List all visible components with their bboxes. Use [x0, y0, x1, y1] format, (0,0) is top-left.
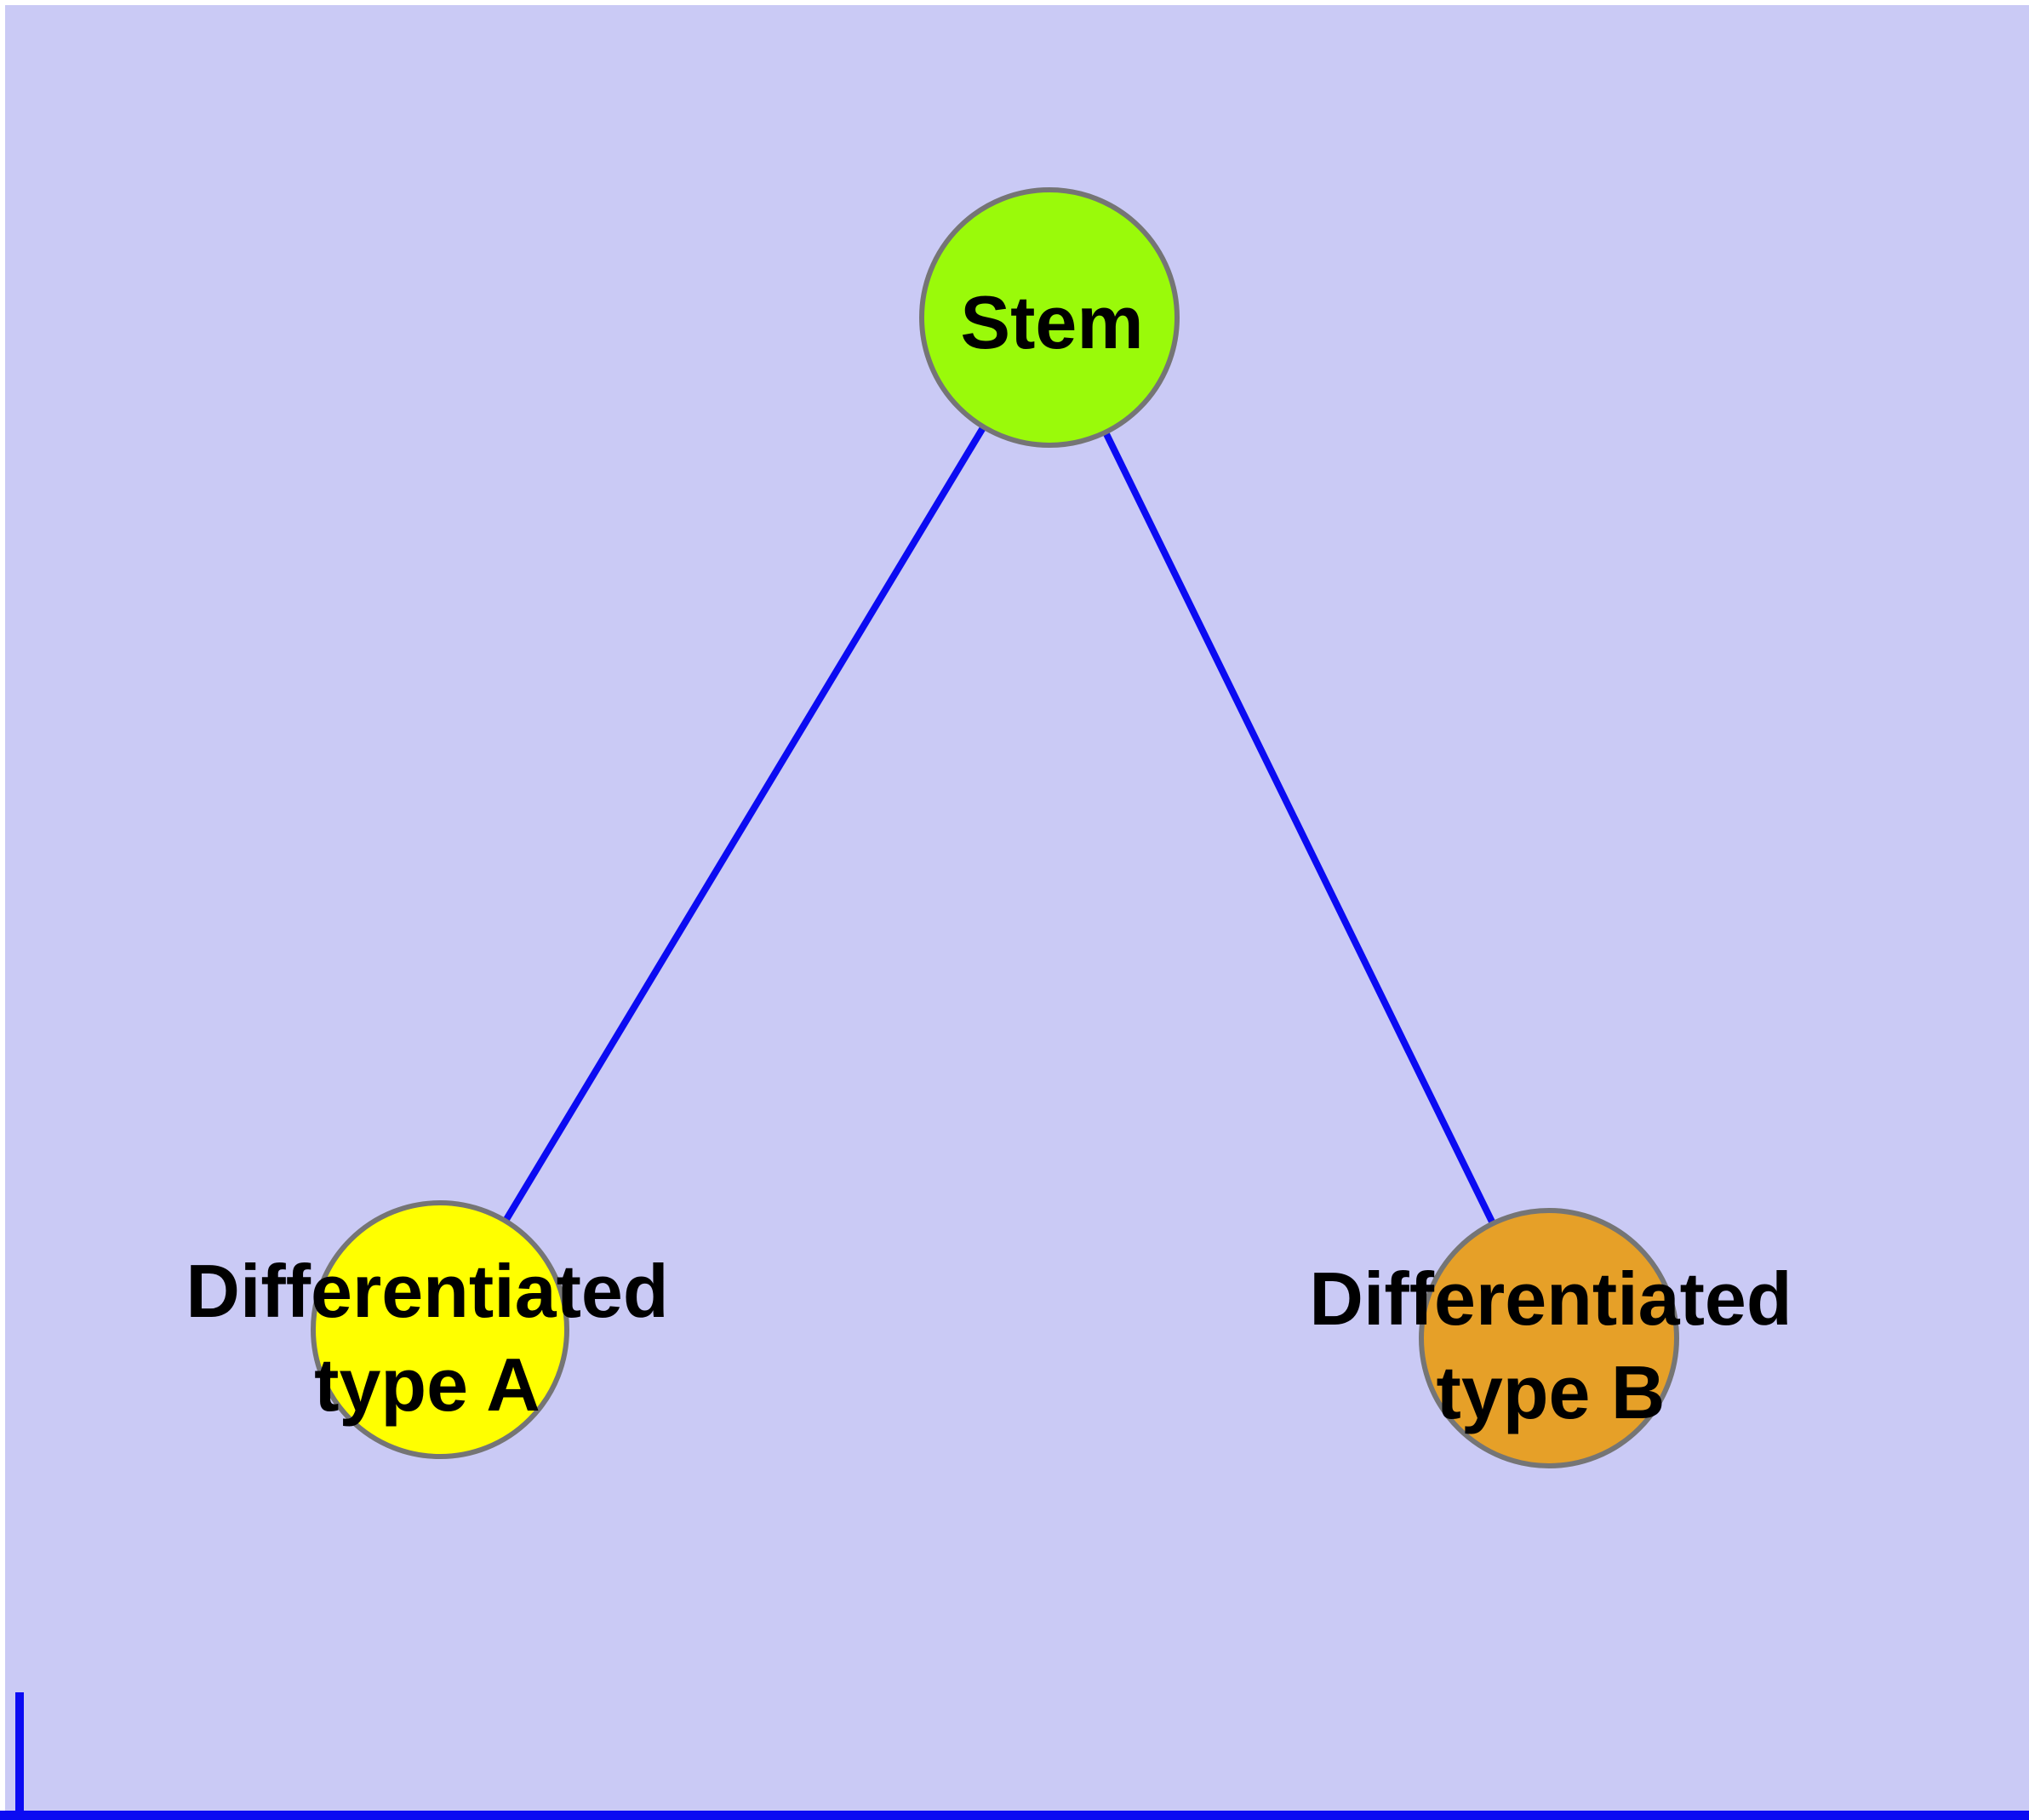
edge-layer	[437, 315, 1552, 1340]
node-differentiated-type-b	[1419, 1208, 1679, 1468]
left-frame-segment	[15, 1692, 24, 1820]
bottom-frame-line	[0, 1811, 2029, 1820]
node-stem	[919, 187, 1180, 448]
node-differentiated-type-a	[311, 1200, 569, 1459]
node-label-differentiated-type-a-line-2: type A	[314, 1342, 540, 1427]
node-label-differentiated-type-b-line-1: Differentiated	[1309, 1256, 1792, 1341]
node-label-differentiated-type-b-line-2: type B	[1437, 1350, 1666, 1434]
node-label-stem-line-1: Stem	[960, 280, 1143, 364]
edge-stem-to-differentiated-type-b	[1046, 316, 1552, 1340]
node-layer	[311, 187, 1679, 1468]
node-label-differentiated-type-a-line-1: Differentiated	[186, 1249, 668, 1333]
frame-layer	[0, 1692, 2029, 1820]
edge-stem-to-differentiated-type-a	[437, 315, 1053, 1332]
